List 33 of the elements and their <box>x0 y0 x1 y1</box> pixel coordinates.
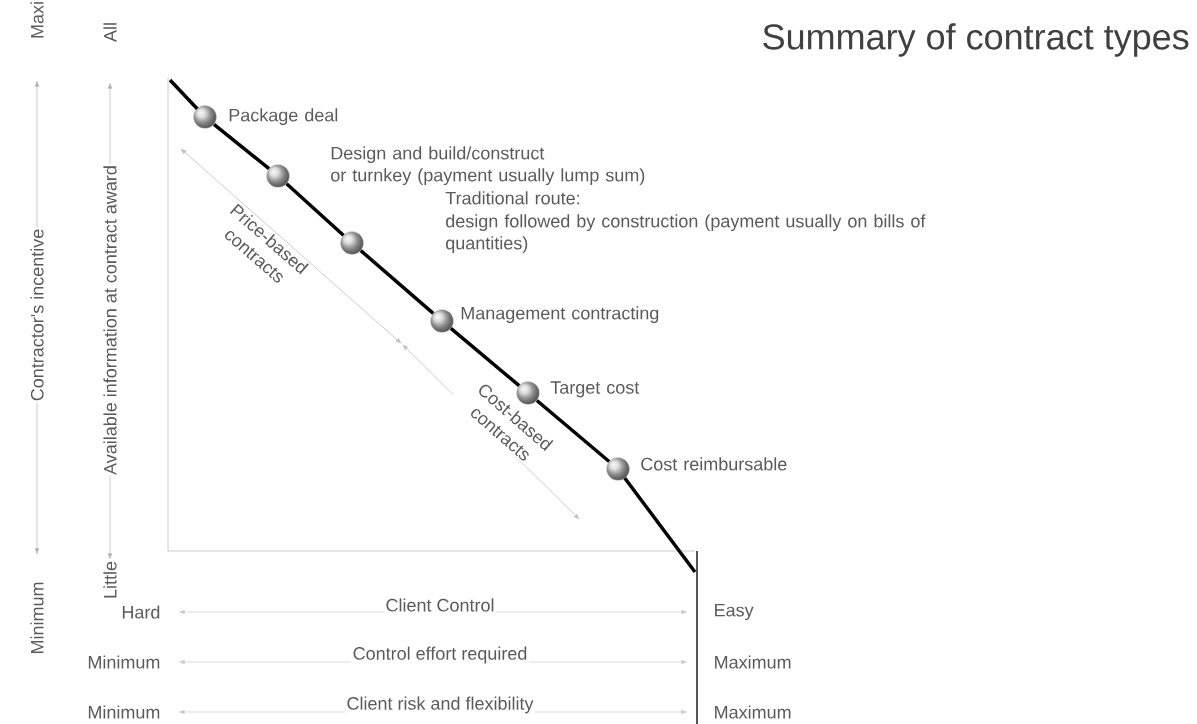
connector-line <box>359 249 435 315</box>
scale-label: Client Control <box>384 597 496 613</box>
title: Summary of contract types <box>763 23 1189 57</box>
scale-label: Easy <box>712 602 755 622</box>
circle-marker <box>193 105 217 129</box>
connector-line <box>449 327 521 387</box>
axis-label: Available information at contract award <box>102 163 118 477</box>
axis-label: Maxi <box>29 0 45 41</box>
node-label: design followed by construction (payment usually on bills of quantities) <box>446 214 926 254</box>
axis-label: All <box>102 20 118 44</box>
node-label: Design and build/construct <box>331 146 545 164</box>
node-label: Management contracting <box>461 306 659 324</box>
scale-label: Maximum <box>712 654 793 670</box>
node-label: or turnkey (payment usually lump sum) <box>331 168 645 186</box>
circle-marker <box>606 457 630 481</box>
scale-label: Minimum <box>86 704 162 720</box>
circle-marker <box>340 231 364 255</box>
circle-marker <box>430 309 454 333</box>
circle-marker <box>266 164 290 188</box>
node-label: Package deal <box>229 108 338 126</box>
axis-label: Minimum <box>29 580 45 656</box>
node-label: Traditional route: <box>445 191 579 205</box>
connector-line <box>535 399 611 463</box>
connector-line <box>285 182 345 237</box>
scale-label: Control effort required <box>351 645 529 665</box>
axis-label: Contractor's incentive <box>29 227 45 403</box>
scale-label: Hard <box>120 604 162 620</box>
node-label: Cost reimbursable <box>641 457 787 471</box>
scale-label: Minimum <box>86 654 162 670</box>
axis-label: Little <box>102 559 118 601</box>
scale-label: Client risk and flexibility <box>345 695 535 715</box>
scale-label: Maximum <box>712 704 793 720</box>
connector-line <box>212 122 271 171</box>
